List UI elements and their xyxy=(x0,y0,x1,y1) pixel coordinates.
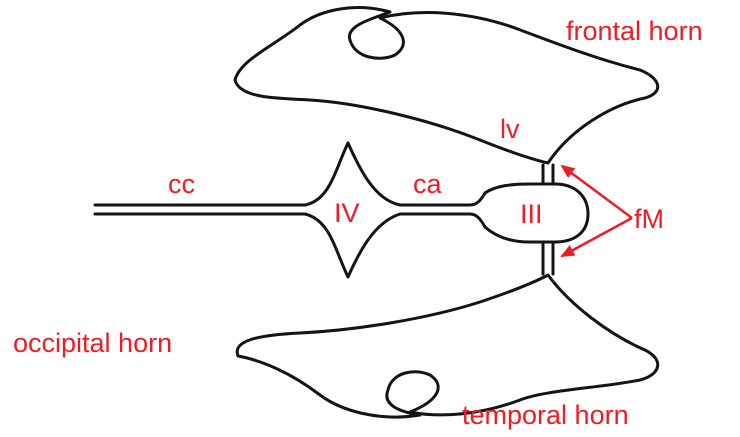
label-iv: IV xyxy=(334,198,360,228)
label-iii: III xyxy=(520,199,543,229)
label-temporal-horn: temporal horn xyxy=(462,400,629,430)
label-frontal-horn: frontal horn xyxy=(566,16,703,46)
label-lv: lv xyxy=(500,114,520,144)
label-occipital-horn: occipital horn xyxy=(13,328,172,358)
upper-ventricle-outline xyxy=(233,6,659,165)
label-fm: fM xyxy=(634,204,664,234)
fm-arrow-upper xyxy=(560,164,633,220)
label-ca: ca xyxy=(413,169,443,199)
label-cc: cc xyxy=(168,169,195,199)
third-ventricle-outline xyxy=(483,182,590,244)
fm-arrow-lower xyxy=(560,216,633,258)
lower-ventricle-outline xyxy=(235,273,659,419)
fourth-ventricle-outline xyxy=(303,141,487,279)
